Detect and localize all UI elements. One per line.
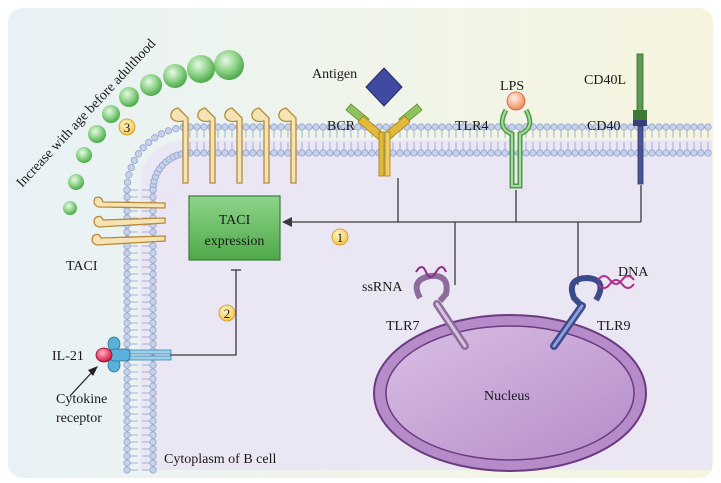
bcr-receptor — [345, 67, 423, 177]
lps-ball — [506, 91, 526, 111]
taci-receptors-left — [91, 196, 166, 246]
arrow-to-taci — [282, 217, 292, 227]
antigen-label: Antigen — [312, 67, 357, 82]
svg-text:2: 2 — [224, 306, 231, 321]
svg-text:1: 1 — [337, 230, 344, 245]
taci-expression-label-2: expression — [205, 234, 265, 249]
cytokine-receptor — [95, 336, 172, 373]
lps-label: LPS — [500, 79, 524, 94]
step-marker-1: 1 — [331, 228, 349, 246]
taci-receptors-top — [170, 107, 297, 184]
svg-text:3: 3 — [124, 120, 131, 135]
cytokine-label-1: Cytokine — [56, 392, 107, 407]
nucleus-label: Nucleus — [484, 389, 530, 404]
taci-expression-label-1: TACI — [219, 213, 251, 228]
ssrna-label: ssRNA — [362, 280, 403, 295]
cytoplasm-label: Cytoplasm of B cell — [164, 452, 276, 467]
cd40l-label: CD40L — [584, 73, 626, 88]
cytokine-pointer — [69, 369, 95, 397]
cd40-label: CD40 — [587, 119, 620, 134]
taci-expression-box — [188, 195, 281, 261]
tlr7-receptor — [413, 266, 469, 350]
cell-membrane — [123, 123, 712, 474]
cd40-receptor — [633, 53, 647, 185]
tlr4-receptor — [499, 91, 533, 189]
cytokine-label-2: receptor — [56, 411, 102, 426]
antigen-shape — [365, 67, 403, 107]
tlr4-label: TLR4 — [455, 119, 488, 134]
step-marker-2: 2 — [218, 304, 236, 322]
bcr-label: BCR — [327, 119, 356, 134]
step-marker-3: 3 — [118, 118, 136, 136]
tlr9-label: TLR9 — [597, 319, 630, 334]
signal-lines — [170, 178, 642, 356]
il21-ball — [95, 347, 113, 363]
tlr7-label: TLR7 — [386, 319, 419, 334]
secreted-taci-balls — [63, 50, 244, 215]
tlr9-receptor — [550, 274, 635, 350]
nucleus — [373, 314, 647, 472]
dna-label: DNA — [618, 265, 649, 280]
il21-label: IL-21 — [52, 349, 84, 364]
cytokine-pointer-head — [88, 366, 98, 376]
taci-label: TACI — [66, 259, 98, 274]
